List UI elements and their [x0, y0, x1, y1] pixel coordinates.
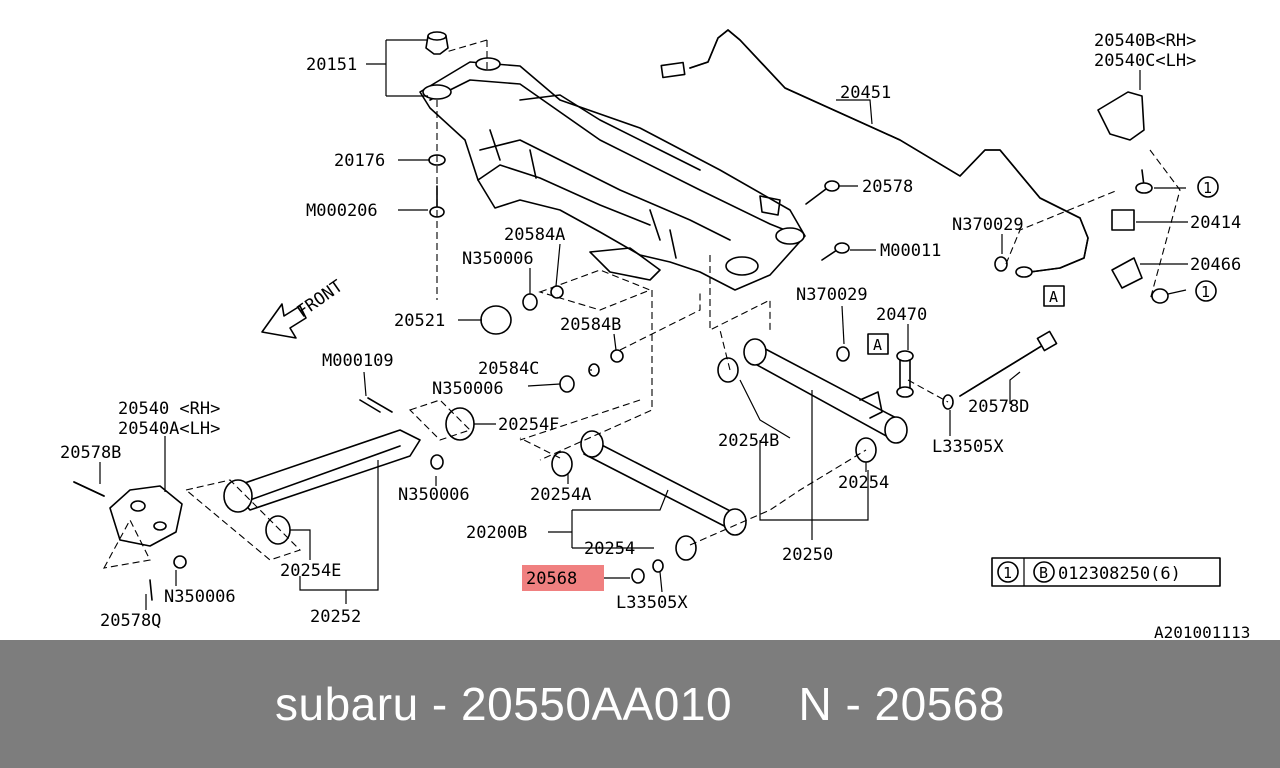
leader-lines — [99, 39, 1188, 610]
legend-part: 012308250(6) — [1058, 564, 1181, 584]
callout-20254A: 20254A — [530, 485, 591, 505]
callout-20578D: 20578D — [968, 397, 1029, 417]
callout-20584C: 20584C — [478, 359, 539, 379]
callout-N350006: N350006 — [432, 379, 504, 399]
callout-20521: 20521 — [394, 311, 445, 331]
parts-diagram: FRONT — [60, 29, 1250, 640]
circle-marker-1-upper: 1 — [1197, 176, 1219, 198]
callout-20200B: 20200B — [466, 523, 527, 543]
box-marker-a-link: A — [867, 333, 889, 355]
callout-20584A: 20584A — [504, 225, 565, 245]
front-arrow: FRONT — [261, 276, 347, 339]
svg-text:1: 1 — [1201, 283, 1210, 301]
callout-20254: 20254 — [584, 539, 635, 559]
callout-20451: 20451 — [840, 83, 891, 103]
callout-N350006: N350006 — [398, 485, 470, 505]
torque-legend: 1 B 012308250(6) — [991, 557, 1221, 587]
front-label: FRONT — [293, 276, 346, 322]
stabilizer-bar-drawing — [660, 29, 1089, 278]
callout-20470: 20470 — [876, 305, 927, 325]
diagram-id: A201001113 — [1154, 623, 1250, 640]
callout-20254B: 20254B — [718, 431, 779, 451]
callout-M000206: M000206 — [306, 201, 378, 221]
callout-N350006: N350006 — [462, 249, 534, 269]
callout-N350006: N350006 — [164, 587, 236, 607]
callout-20584B: 20584B — [560, 315, 621, 335]
callout-20254E: 20254E — [280, 561, 341, 581]
callout-N370029: N370029 — [796, 285, 868, 305]
callout-M00011: M00011 — [880, 241, 941, 261]
legend-circle: 1 — [1003, 564, 1012, 582]
callout-L33505X: L33505X — [616, 593, 688, 613]
svg-text:A: A — [873, 336, 882, 354]
trailing-arm-drawing — [73, 397, 475, 601]
callout-20250: 20250 — [782, 545, 833, 565]
callout-20254: 20254 — [838, 473, 889, 493]
svg-text:A: A — [1049, 288, 1058, 306]
circle-marker-1-lower: 1 — [1195, 280, 1217, 302]
footer-banner: subaru - 20550AA010 N - 20568 — [0, 640, 1280, 768]
callout-N370029: N370029 — [952, 215, 1024, 235]
rear-subframe-drawing — [419, 31, 806, 291]
part-number-caption: subaru - 20550AA010 N - 20568 — [275, 678, 1005, 730]
callout-20578Q: 20578Q — [100, 611, 161, 631]
callout-20578B: 20578B — [60, 443, 121, 463]
callout-20578: 20578 — [862, 177, 913, 197]
callout-20414: 20414 — [1190, 213, 1241, 233]
callout-20568: 20568 — [526, 569, 577, 589]
lateral-links-drawing — [551, 330, 1058, 584]
callout-20176: 20176 — [334, 151, 385, 171]
svg-text:1: 1 — [1203, 179, 1212, 197]
callout-20540A-LH: 20540A<LH> — [118, 419, 220, 439]
callout-20252: 20252 — [310, 607, 361, 627]
callout-20466: 20466 — [1190, 255, 1241, 275]
callout-M000109: M000109 — [322, 351, 394, 371]
callout-20540-RH: 20540 <RH> — [118, 399, 220, 419]
callout-20540B-RH: 20540B<RH> — [1094, 31, 1196, 51]
hardware-drawing — [428, 91, 1169, 393]
callout-20540C-LH: 20540C<LH> — [1094, 51, 1196, 71]
callout-20254F: 20254F — [498, 415, 559, 435]
highlight-20568 — [522, 565, 604, 591]
dashed-guides — [102, 39, 1181, 569]
callout-labels: 20151 20176 M000206 20584A N350006 20521… — [60, 31, 1241, 631]
legend-letter: B — [1039, 564, 1048, 582]
callout-L33505X: L33505X — [932, 437, 1004, 457]
box-marker-a-stabilizer: A — [1043, 285, 1065, 307]
callout-20151: 20151 — [306, 55, 357, 75]
